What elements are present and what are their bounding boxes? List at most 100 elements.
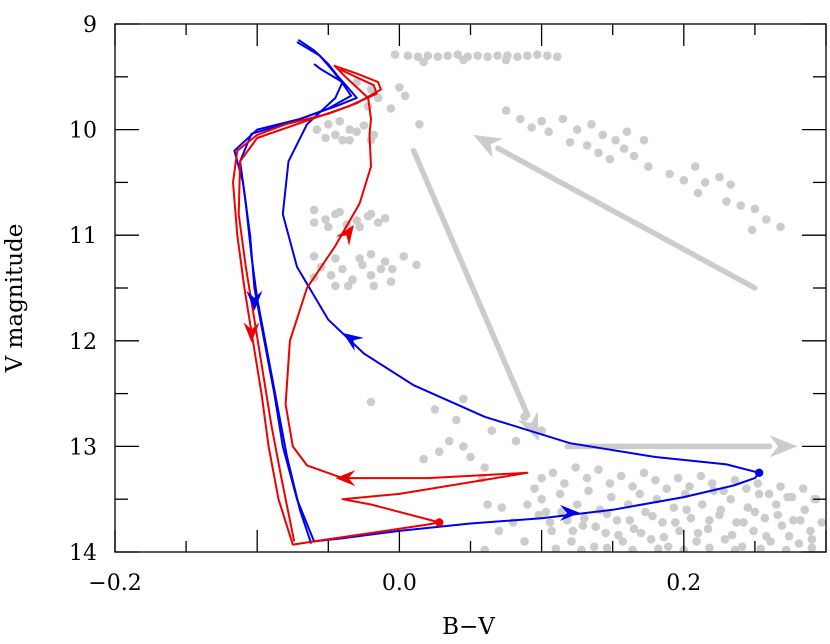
scatter-point: [459, 394, 468, 404]
scatter-point: [591, 522, 600, 531]
scatter-point: [703, 524, 713, 534]
scatter-point: [762, 215, 771, 224]
scatter-point: [359, 121, 369, 130]
scatter-point: [433, 52, 443, 61]
scatter-point: [707, 479, 717, 488]
x-tick-label: −0.2: [88, 571, 141, 596]
scatter-point: [698, 500, 707, 509]
guide-arrow-line: [495, 145, 758, 291]
scatter-point: [619, 144, 629, 153]
track-arrowhead: [243, 322, 260, 343]
scatter-point: [366, 85, 376, 94]
guide-arrow-head: [769, 435, 798, 458]
scatter-point: [352, 127, 362, 136]
scatter-point: [665, 169, 674, 179]
scatter-point: [511, 436, 521, 446]
track-start-dot: [435, 518, 444, 527]
scatter-point: [622, 127, 632, 136]
scatter-point: [373, 218, 383, 227]
scatter-point: [459, 442, 468, 451]
scatter-point: [715, 172, 724, 182]
scatter-point: [602, 509, 612, 519]
scatter-point: [501, 55, 511, 65]
scatter-point: [473, 51, 482, 60]
scatter-point: [605, 479, 615, 488]
scatter-point: [639, 468, 649, 478]
scatter-point: [352, 216, 362, 225]
scatter-point: [380, 214, 390, 223]
scatter-point: [545, 518, 555, 527]
scatter-point: [750, 507, 760, 517]
scatter-point: [572, 500, 582, 509]
scatter-point: [641, 507, 650, 517]
track-arrowhead: [246, 290, 263, 311]
scatter-point: [497, 503, 507, 512]
scatter-point: [567, 537, 576, 546]
scatter-point: [480, 463, 490, 472]
scatter-point: [646, 535, 656, 544]
guide-arrow-head: [517, 411, 539, 442]
scatter-point: [419, 454, 428, 464]
scatter-point: [737, 542, 747, 551]
scatter-point: [594, 148, 603, 158]
scatter-point: [747, 225, 757, 235]
guide-arrow-line: [410, 147, 531, 419]
scatter-point: [796, 516, 805, 525]
scatter-point: [547, 526, 556, 536]
scatter-point: [612, 516, 622, 525]
x-tick-label: 0.2: [666, 571, 701, 596]
scatter-point: [651, 475, 660, 485]
axis-ticks: [114, 23, 827, 553]
y-tick-label: 13: [69, 435, 97, 460]
guide-arrow-head: [473, 134, 504, 158]
scatter-point: [366, 397, 376, 407]
scatter-point: [326, 271, 336, 280]
scatter-point: [453, 50, 463, 59]
scatter-point: [321, 215, 330, 224]
scatter-point: [789, 516, 798, 525]
scatter-point: [331, 281, 340, 291]
scatter-point: [756, 544, 765, 552]
scatter-point: [754, 489, 764, 499]
scatter-point: [533, 50, 542, 59]
scatter-point: [366, 209, 376, 219]
scatter-point: [673, 473, 683, 483]
scatter-point: [807, 535, 817, 544]
scatter-point: [653, 544, 663, 552]
scatter-point: [601, 528, 610, 538]
scatter-point: [537, 116, 546, 126]
y-tick-label: 14: [69, 541, 97, 566]
scatter-point: [636, 528, 646, 538]
scatter-point: [727, 530, 737, 540]
scatter-point: [726, 180, 735, 189]
track-start-dot: [754, 468, 764, 477]
scatter-point: [366, 249, 376, 259]
scatter-point: [558, 114, 568, 124]
scatter-point: [614, 530, 623, 540]
scatter-point: [732, 518, 741, 527]
track-arrowhead: [335, 470, 356, 487]
scatter-point: [594, 465, 603, 474]
x-tick-label: 0.0: [382, 571, 417, 596]
y-tick-label: 11: [69, 224, 97, 249]
scatter-point: [625, 516, 635, 525]
scatter-point: [523, 500, 532, 509]
scatter-point: [693, 528, 703, 538]
scatter-point: [309, 251, 319, 261]
scatter-point: [618, 537, 627, 546]
scatter-point: [355, 254, 364, 263]
scatter-point: [560, 479, 569, 488]
scatter-point: [480, 545, 489, 552]
scatter-point: [552, 52, 562, 61]
scatter-point: [580, 513, 589, 523]
scatter-point: [527, 123, 536, 132]
scatter-point: [629, 151, 639, 161]
scatter-point: [380, 257, 390, 266]
scatter-point: [776, 222, 785, 232]
scatter-point: [629, 524, 639, 534]
scatter-point: [589, 542, 599, 551]
track-arrowhead: [342, 333, 364, 351]
scatter-point: [494, 526, 504, 536]
scatter-point: [537, 473, 546, 483]
